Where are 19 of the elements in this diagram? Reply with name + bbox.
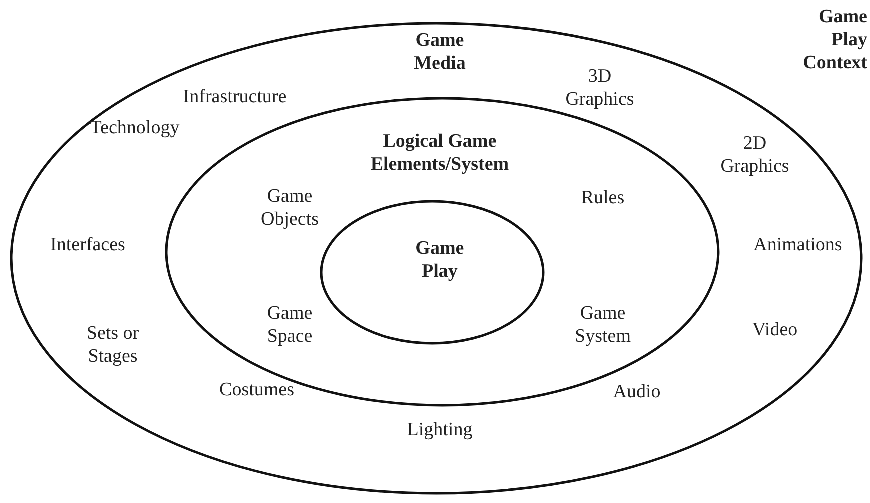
ring-item-label: Costumes [218,378,296,402]
ring-item-label: Game System [574,302,632,348]
ring-item-label: Video [751,318,799,342]
ring-item-label: Animations [752,234,844,256]
ring-item-label: Sets or Stages [86,322,140,368]
ring-item-label: Rules [580,186,626,210]
ring-item-label: Interfaces [50,234,126,256]
ring-item-label: Game Space [266,302,314,348]
ring-item-label: 3D Graphics [564,65,636,111]
ring-item-label: Audio [612,380,662,404]
context-heading: Game Play Context [802,6,868,74]
ring-heading: Logical Game Elements/System [370,130,510,176]
ring-heading: Game Play [414,237,466,283]
ring-heading: Game Media [413,28,467,75]
ring-item-label: Game Objects [260,185,320,231]
ring-item-label: Lighting [406,418,474,442]
ring-item-label: 2D Graphics [720,132,790,178]
ring-item-label: Infrastructure [182,86,288,108]
ring-item-label: Technology [89,116,181,140]
